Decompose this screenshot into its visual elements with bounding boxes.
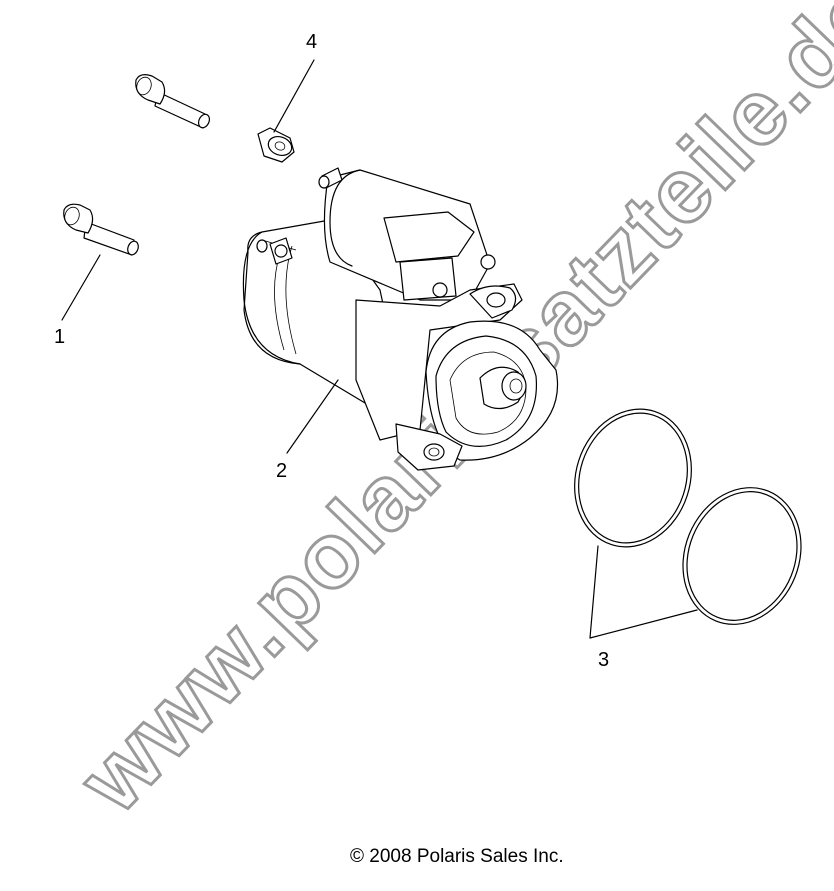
starter-motor [242,167,559,471]
bolt-lower [63,203,139,256]
o-ring-left [574,408,692,548]
copyright-notice: © 2008 Polaris Sales Inc. [350,846,564,867]
flange-nut [257,127,295,163]
o-ring-right [682,487,802,625]
callout-2: 2 [276,460,288,482]
callout-3: 3 [598,649,610,671]
callout-1: 1 [54,326,66,348]
leader-lines [61,59,698,639]
callout-4: 4 [306,31,318,53]
bolt-upper [135,74,211,129]
